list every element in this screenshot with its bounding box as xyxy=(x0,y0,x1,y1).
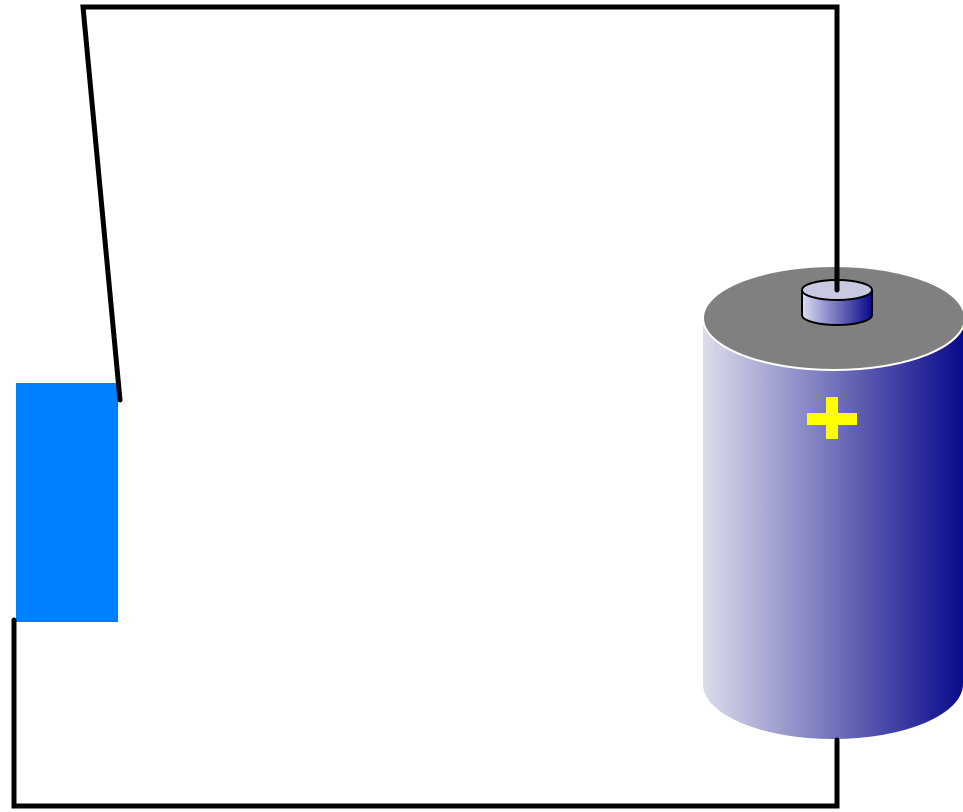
electrode xyxy=(16,383,118,622)
battery-body xyxy=(703,318,963,739)
wire-top xyxy=(80,4,840,403)
battery xyxy=(702,265,963,739)
wire-bottom xyxy=(11,617,840,809)
plus-sign-icon xyxy=(807,397,857,439)
